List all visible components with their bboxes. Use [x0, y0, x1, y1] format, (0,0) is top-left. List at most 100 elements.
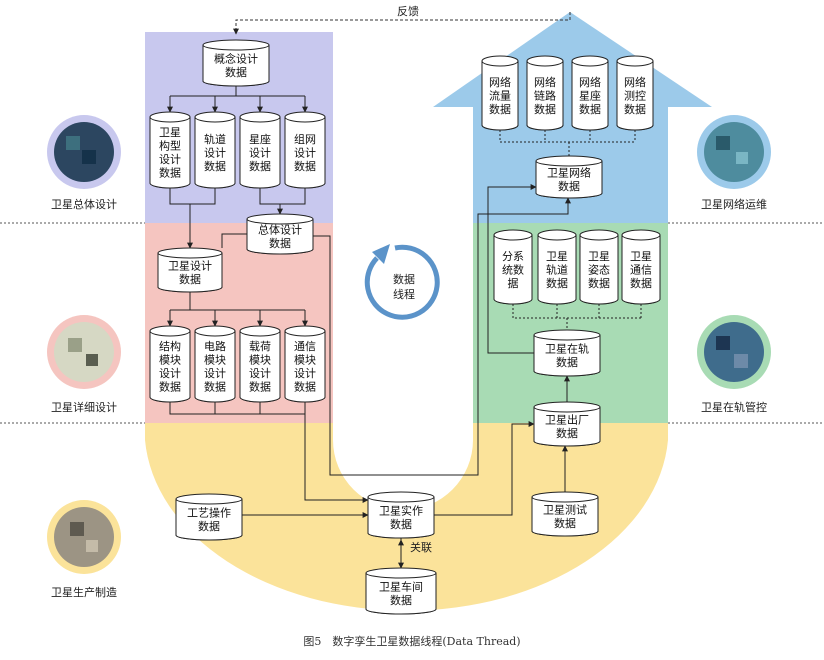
- node-text: 构型: [159, 139, 181, 153]
- node-text: 数据: [556, 355, 578, 369]
- node-text: 姿态: [588, 263, 610, 276]
- cycle-label-line1: 数据: [393, 272, 415, 286]
- node-text: 数据: [558, 179, 580, 193]
- node-text: 设计: [249, 367, 271, 380]
- stage-in-orbit: 卫星在轨管控: [697, 315, 771, 414]
- node-text: 分系: [502, 250, 524, 263]
- stage-label-overall-design: 卫星总体设计: [51, 197, 117, 211]
- connector-line: [434, 421, 535, 516]
- node-text: 组网: [294, 132, 316, 146]
- node-text: 通信: [630, 263, 652, 276]
- connector-line: [221, 233, 247, 248]
- figure-caption: 图5 数字孪生卫星数据线程(Data Thread): [303, 634, 520, 648]
- connector-line: [169, 188, 193, 249]
- node-text: 卫星测试: [543, 504, 587, 517]
- node-text: 卫星出厂: [545, 413, 589, 427]
- node-text: 设计: [294, 146, 316, 159]
- connector-line: [487, 184, 537, 354]
- node-text: 结构: [159, 339, 181, 353]
- node-text: 卫星: [630, 250, 652, 263]
- connectors: [167, 86, 642, 569]
- node-text: 卫星: [546, 250, 568, 263]
- node-text: 卫星在轨: [545, 342, 589, 356]
- connector-line: [190, 188, 216, 205]
- connector-line: [259, 188, 283, 215]
- stage-manufacturing: 卫星生产制造: [47, 500, 121, 599]
- node-text: 链路: [534, 88, 556, 102]
- node-text: 测控: [624, 88, 646, 102]
- node-text: 数据: [179, 272, 201, 286]
- node-text: 总体设计: [258, 223, 302, 237]
- node-text: 星座: [249, 132, 271, 146]
- node-text: 设计: [294, 367, 316, 380]
- connector-line: [280, 188, 306, 205]
- node-text: 卫星实作: [379, 504, 423, 518]
- feedback-loop: [233, 12, 571, 35]
- node-text: 数据: [546, 276, 568, 290]
- node-text: 数据: [294, 159, 316, 173]
- node-text: 工艺操作: [187, 506, 231, 520]
- stage-label-manufacturing: 卫星生产制造: [51, 585, 117, 599]
- node-text: 设计: [249, 146, 271, 159]
- node-text: 网络: [489, 75, 511, 89]
- node-text: 载荷: [249, 340, 271, 353]
- node-text: 数据: [204, 159, 226, 173]
- node-text: 网络: [579, 75, 601, 89]
- node-text: 数据: [588, 276, 610, 290]
- node-text: 数据: [249, 159, 271, 173]
- node-text: 数据: [390, 517, 412, 531]
- node-text: 模块: [159, 354, 181, 367]
- feedback-label: 反馈: [397, 5, 419, 18]
- node-text: 数据: [294, 380, 316, 394]
- cycle-arrow: [364, 244, 440, 320]
- association-label: 关联: [410, 540, 432, 554]
- node-text: 数据: [554, 516, 576, 530]
- connector-line: [313, 197, 571, 476]
- node-text: 数据: [249, 380, 271, 394]
- node-text: 数据: [225, 65, 247, 79]
- stage-dividers: [0, 222, 824, 424]
- node-text: 数据: [204, 380, 226, 394]
- data-nodes: 概念设计数据卫星构型设计数据轨道设计数据星座设计数据组网设计数据总体设计数据卫星…: [149, 39, 661, 615]
- node-text: 数据: [534, 102, 556, 116]
- node-text: 通信: [294, 340, 316, 353]
- dashed-connector: [499, 130, 635, 143]
- node-text: 数据: [159, 166, 181, 180]
- node-text: 数据: [269, 236, 291, 250]
- node-text: 电路: [204, 340, 226, 353]
- node-text: 卫星设计: [168, 260, 212, 273]
- node-text: 卫星网络: [547, 166, 591, 180]
- node-text: 设计: [159, 367, 181, 380]
- node-text: 卫星: [588, 250, 610, 263]
- node-text: 概念设计: [214, 52, 258, 66]
- node-text: 数据: [624, 102, 646, 116]
- dashed-connector: [512, 304, 641, 319]
- node-text: 轨道: [204, 132, 226, 146]
- stage-overall-design: 卫星总体设计: [47, 115, 121, 211]
- cycle-label-line2: 线程: [393, 287, 415, 301]
- node-text: 卫星: [159, 126, 181, 139]
- node-text: 设计: [159, 153, 181, 166]
- node-text: 轨道: [546, 262, 568, 276]
- connector-line: [304, 402, 369, 503]
- node-text: 网络: [534, 75, 556, 89]
